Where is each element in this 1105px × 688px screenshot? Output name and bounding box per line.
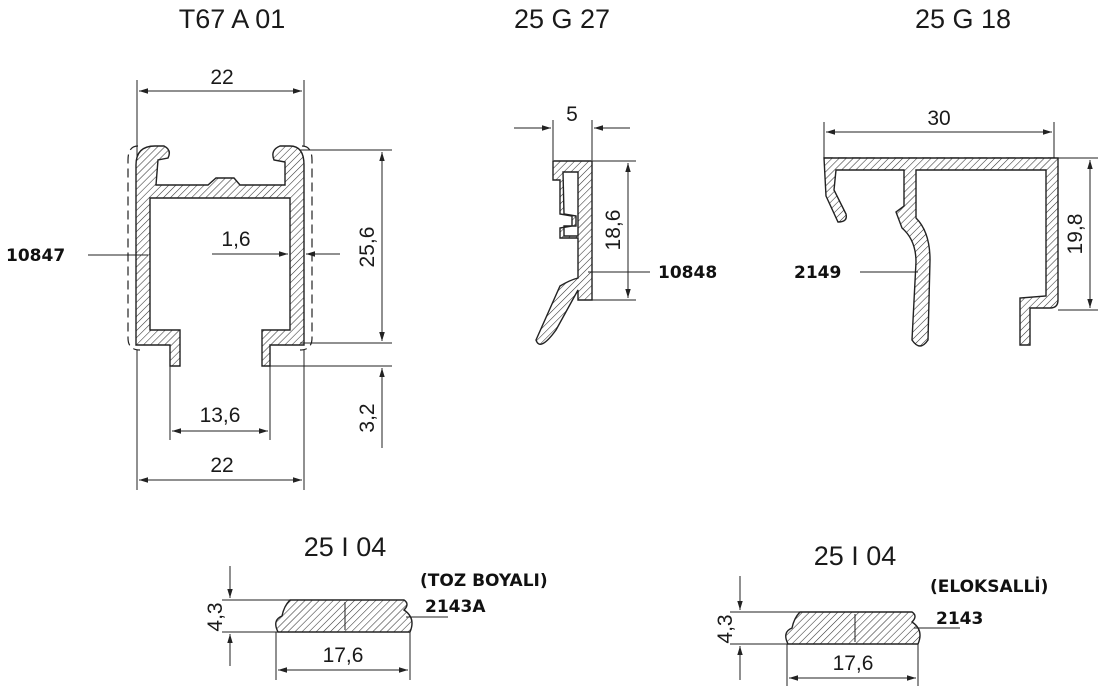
dimension-foot: 3,2	[356, 403, 379, 432]
dimension-top: 30	[927, 107, 950, 130]
dimension-height: 25,6	[356, 227, 379, 268]
dimension-height: 4,3	[714, 614, 737, 643]
article-code: 2149	[794, 263, 841, 283]
profile-envelope	[127, 145, 313, 351]
finish-note: (TOZ BOYALI)	[420, 571, 548, 591]
dimension-width: 17,6	[323, 644, 364, 667]
dimension-height: 18,6	[602, 210, 625, 251]
profile-title: 25 I 04	[814, 541, 897, 571]
dimension-gap: 13,6	[200, 404, 241, 427]
profile-section	[785, 611, 921, 645]
profile-25g18: 25 G 18 30 19,8 2149	[794, 4, 1098, 347]
profile-title: 25 I 04	[304, 532, 387, 562]
dimension-height: 4,3	[204, 602, 227, 631]
finish-note: (ELOKSALLİ)	[930, 575, 1048, 597]
profile-section	[275, 599, 413, 633]
profile-title: 25 G 18	[915, 4, 1011, 34]
dimension-width: 17,6	[833, 652, 874, 675]
dimension-wall: 1,6	[221, 228, 250, 251]
article-code: 2143	[936, 609, 983, 629]
profile-t67a01: T67 A 01 22 25,6 3,2 1,6 13,6 22	[6, 4, 392, 490]
profile-title: T67 A 01	[179, 4, 286, 34]
dimension-top: 22	[210, 66, 233, 89]
profile-25i04-powder: 25 I 04 (TOZ BOYALI) 4,3 17,6 2143A	[204, 532, 548, 680]
profile-25i04-anodized: 25 I 04 (ELOKSALLİ) 4,3 17,6 2143	[714, 541, 1048, 686]
profile-25g27: 25 G 27 5 18,6 10848	[514, 4, 717, 345]
dimension-height: 19,8	[1064, 214, 1087, 255]
dimension-bottom: 22	[210, 454, 233, 477]
profile-section	[535, 160, 593, 345]
profile-section	[823, 157, 1059, 347]
profile-section	[135, 145, 305, 367]
dimension-top: 5	[566, 103, 578, 126]
article-code: 2143A	[425, 597, 486, 617]
article-code: 10848	[658, 263, 717, 283]
article-code: 10847	[6, 246, 65, 266]
profile-title: 25 G 27	[514, 4, 610, 34]
